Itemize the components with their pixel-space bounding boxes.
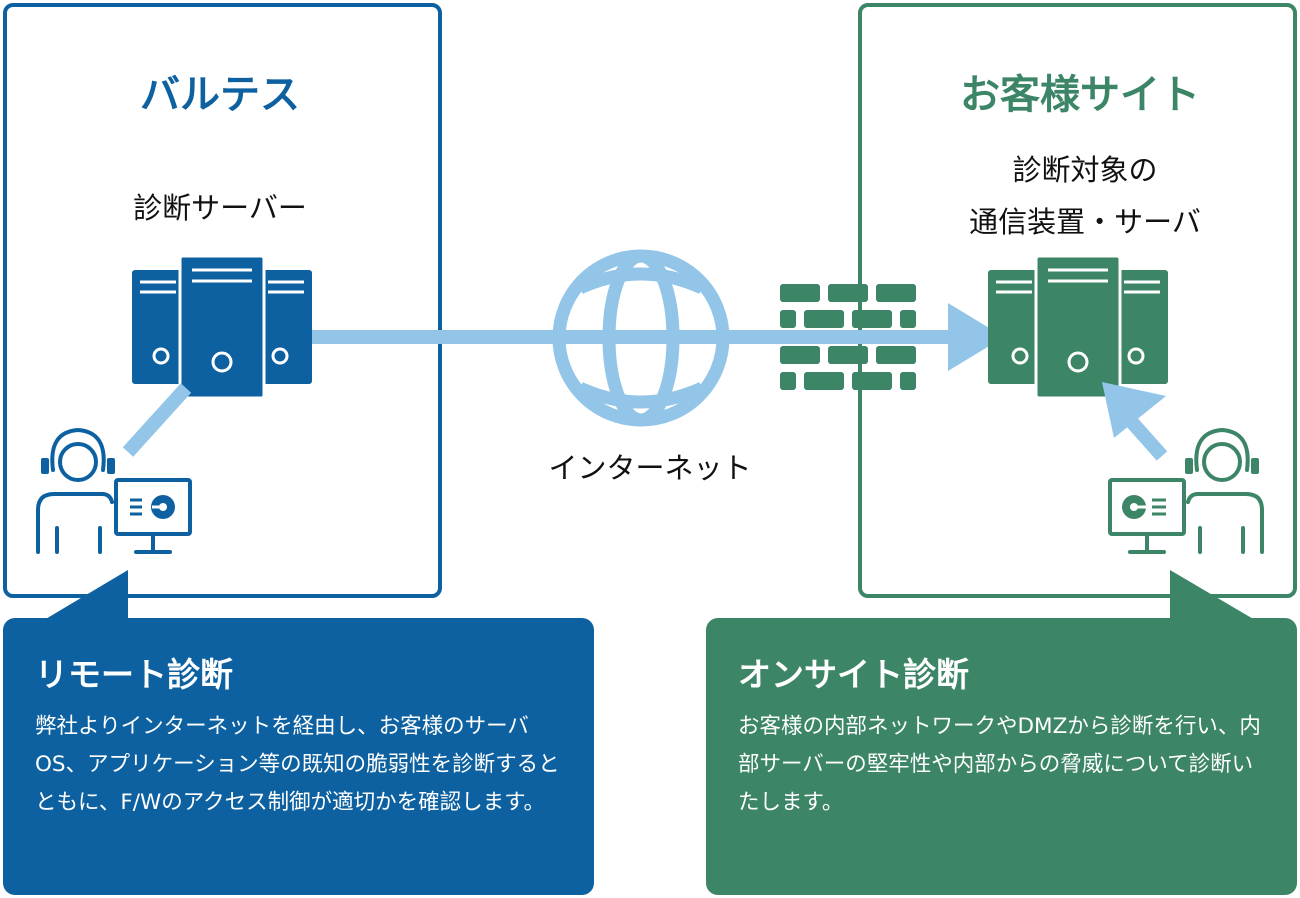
- onsite-access-arrow: [1102, 382, 1168, 461]
- remote-diagnosis-title: リモート診断: [35, 655, 233, 694]
- remote-diagnosis-callout: リモート診断 弊社よりインターネットを経由し、お客様のサーバOS、アプリケーショ…: [3, 618, 594, 895]
- diagnostic-server-icon: [132, 254, 312, 400]
- onsite-callout-pointer: [1170, 570, 1255, 620]
- internet-label: インターネット: [548, 451, 752, 485]
- operator-link-line: [122, 383, 192, 457]
- vartes-title: バルテス: [140, 72, 300, 118]
- remote-operator-icon: [36, 427, 192, 554]
- connection-line: [300, 303, 1004, 371]
- diagnostic-server-label: 診断サーバー: [133, 191, 307, 225]
- onsite-diagnosis-title: オンサイト診断: [738, 655, 969, 694]
- target-device-label-line2: 通信装置・サーバ: [969, 205, 1201, 239]
- onsite-operator-icon: [1108, 427, 1264, 554]
- firewall-brick-icon: [780, 284, 916, 390]
- remote-diagnosis-description: 弊社よりインターネットを経由し、お客様のサーバOS、アプリケーション等の既知の脆…: [35, 714, 560, 815]
- onsite-diagnosis-description: お客様の内部ネットワークやDMZから診断を行い、内部サーバーの堅牢性や内部からの…: [738, 714, 1261, 815]
- target-server-icon: [988, 254, 1168, 400]
- remote-callout-pointer: [44, 570, 128, 620]
- target-device-label-line1: 診断対象の: [1012, 153, 1158, 187]
- onsite-diagnosis-callout: オンサイト診断 お客様の内部ネットワークやDMZから診断を行い、内部サーバーの堅…: [706, 618, 1297, 895]
- globe-icon: [552, 249, 730, 427]
- remote-monitor-display-icon: [130, 495, 175, 519]
- customer-site-title: お客様サイト: [960, 72, 1200, 118]
- onsite-monitor-display-icon: [1122, 495, 1166, 519]
